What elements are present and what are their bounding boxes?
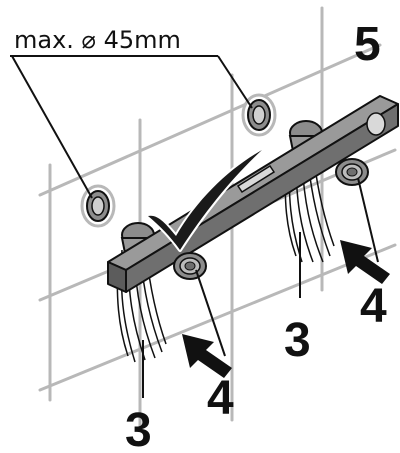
pipe-connection-left: [173, 252, 207, 280]
pipe-connection-right: [335, 158, 369, 186]
wall-hole-left: [80, 184, 116, 228]
checkmark-icon: [146, 148, 264, 252]
callout-step-number: 5: [354, 18, 381, 71]
callout-brush-right: 3: [284, 314, 311, 367]
arrow-icon: [182, 334, 232, 378]
dimension-leaders: [10, 55, 253, 199]
callout-leaders: [142, 177, 379, 398]
max-diameter-label: max. ⌀ 45mm: [14, 26, 181, 54]
arrow-icon: [340, 240, 390, 284]
callout-arrow-left: 4: [207, 372, 234, 425]
callout-arrow-right: 4: [360, 280, 387, 333]
level-vial-center: [236, 164, 276, 194]
callout-brush-left: 3: [125, 404, 152, 453]
level-vial-end: [366, 112, 386, 136]
